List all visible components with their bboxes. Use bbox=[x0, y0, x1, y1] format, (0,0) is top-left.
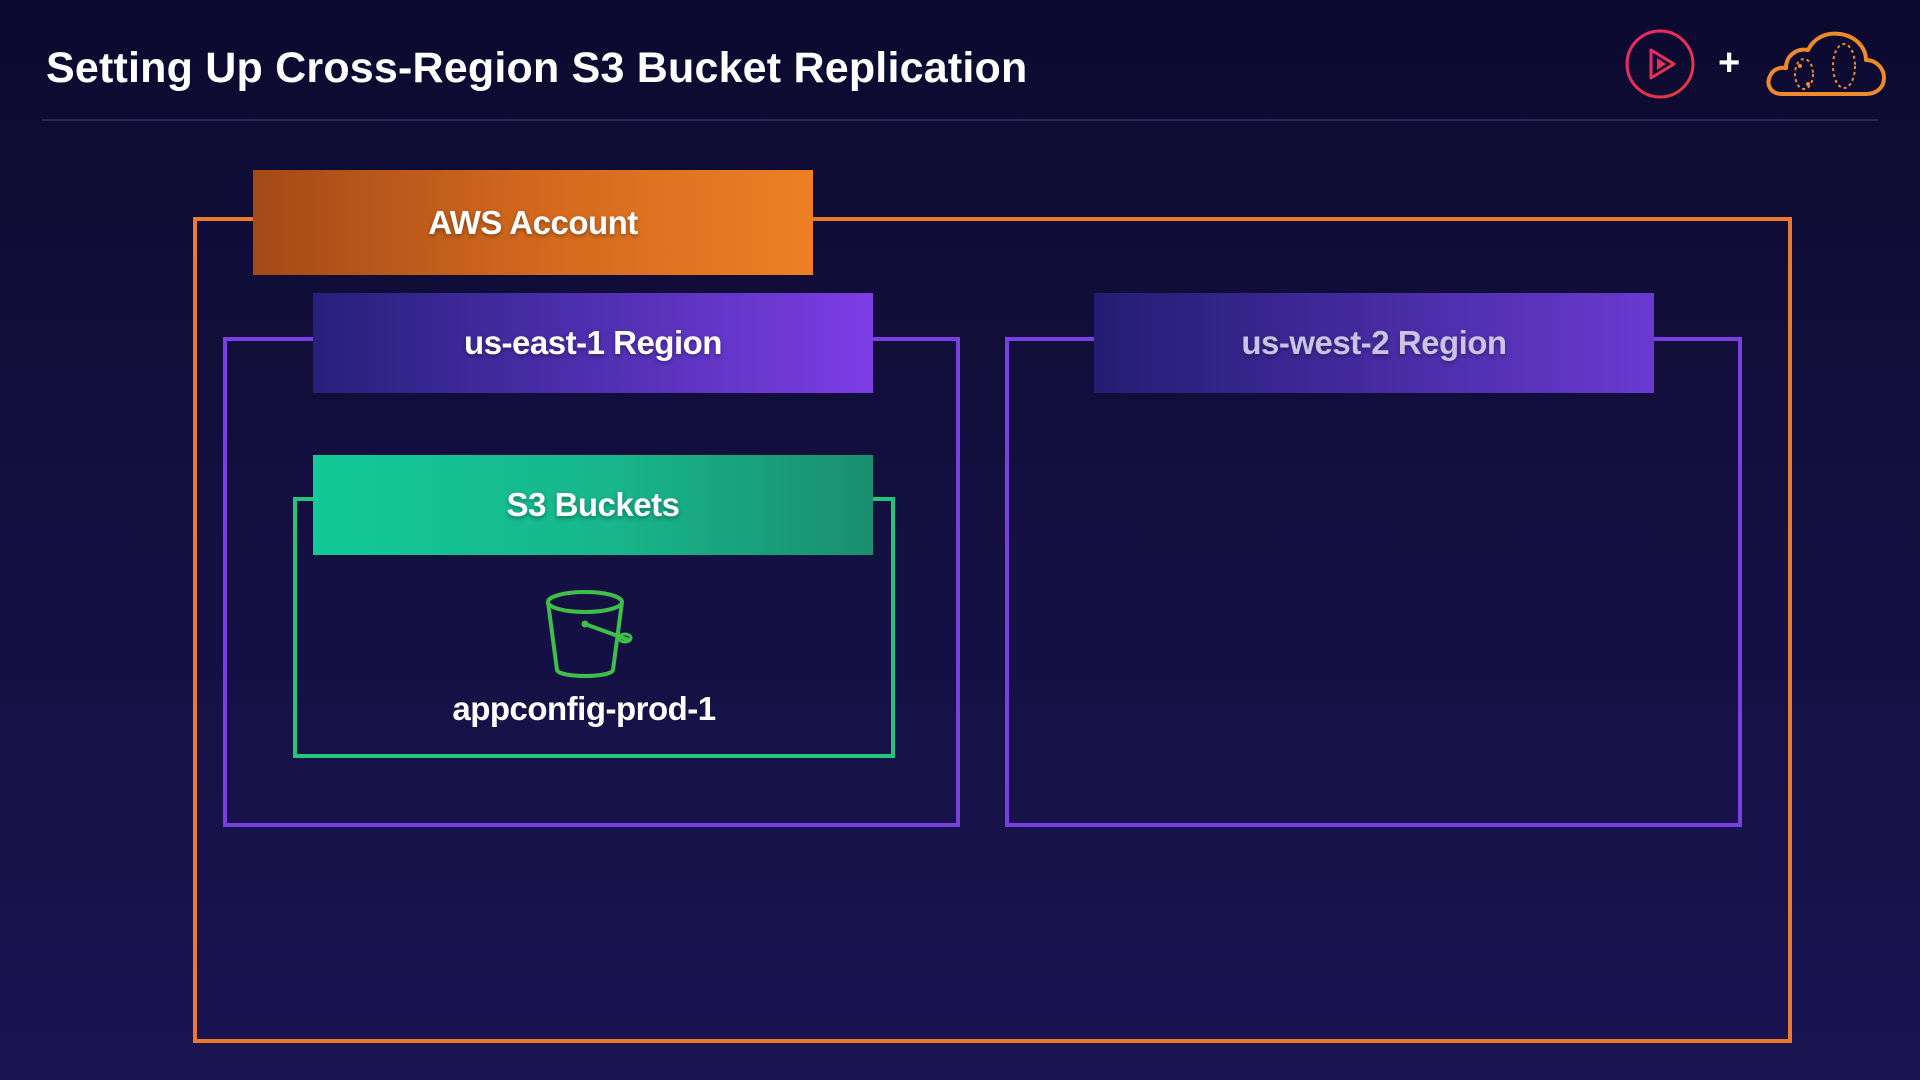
header-divider bbox=[42, 119, 1878, 121]
page-title: Setting Up Cross-Region S3 Bucket Replic… bbox=[46, 44, 1028, 92]
s3-buckets-label: S3 Buckets bbox=[313, 455, 873, 555]
us-east-1-region-label: us-east-1 Region bbox=[313, 293, 873, 393]
plus-separator: + bbox=[1718, 42, 1741, 84]
aws-account-label: AWS Account bbox=[253, 170, 813, 275]
s3-bucket-icon bbox=[546, 590, 633, 678]
us-west-2-region-label: us-west-2 Region bbox=[1094, 293, 1654, 393]
bucket-name-label: appconfig-prod-1 bbox=[452, 690, 716, 727]
pluralsight-play-icon bbox=[1625, 29, 1695, 99]
a-cloud-guru-cloud-icon bbox=[1766, 31, 1886, 96]
aws-account-boundary bbox=[193, 217, 1792, 1043]
us-west-2-region-boundary bbox=[1005, 337, 1742, 827]
